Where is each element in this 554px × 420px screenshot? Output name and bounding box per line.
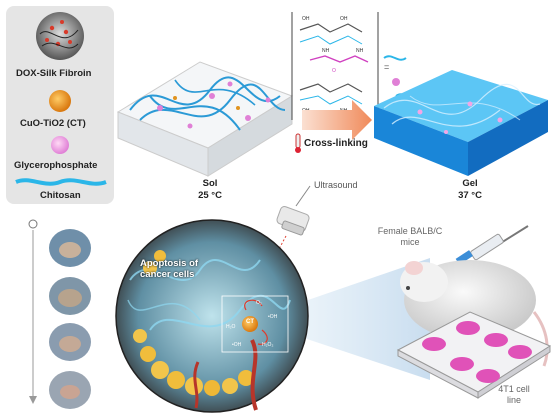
tumor-photo-1 <box>49 229 91 267</box>
timeline <box>28 219 38 404</box>
gel-temperature: 37 °C <box>458 190 482 201</box>
well-plate <box>396 311 552 399</box>
cuo-tio2-icon <box>49 90 71 112</box>
tumor-microenvironment: H₂O •OH •OH H₂O₂ O₂ <box>115 219 309 413</box>
tumor-photo-3 <box>49 323 91 361</box>
svg-text:O₂: O₂ <box>256 300 262 306</box>
svg-text:OH: OH <box>340 16 348 22</box>
tumor-photo-2 <box>49 277 91 315</box>
thermometer-icon <box>295 133 301 153</box>
svg-text:=: = <box>384 62 389 72</box>
gel-label: Gel <box>462 178 478 189</box>
mouse-illustration <box>400 260 549 367</box>
sol-block <box>116 61 294 177</box>
svg-text:OH: OH <box>302 16 310 22</box>
svg-text:H₂O: H₂O <box>226 324 236 330</box>
chitosan-icon <box>15 178 107 186</box>
legend-dox-silk-label: DOX-Silk Fibroin <box>16 68 92 79</box>
svg-text:O: O <box>332 68 336 74</box>
gel-block <box>374 70 548 176</box>
legend-cuo-tio2-label: CuO-TiO2 (CT) <box>20 118 86 129</box>
svg-text:•OH: •OH <box>268 314 278 320</box>
svg-text:NH: NH <box>322 48 330 54</box>
blood-vessel <box>250 339 258 411</box>
svg-text:H₂O₂: H₂O₂ <box>262 342 273 348</box>
ultrasound-beam <box>250 258 430 380</box>
cell-line-label: 4T1 cell line <box>498 384 530 405</box>
svg-text:•OH: •OH <box>232 342 242 348</box>
crosslinking-label: Cross-linking <box>304 138 368 149</box>
apoptosis-label: Apoptosis of cancer cells <box>140 258 199 280</box>
tumor-photo-4 <box>49 371 91 409</box>
ros-inset: H₂O •OH •OH H₂O₂ O₂ <box>221 295 289 353</box>
glycerophosphate-icon <box>51 136 69 154</box>
crosslinking-arrow <box>302 100 372 140</box>
svg-text:NH: NH <box>356 48 364 54</box>
ultrasound-probe <box>271 185 311 263</box>
legend-glycerophosphate-label: Glycerophosphate <box>14 160 98 171</box>
mice-label: Female BALB/C mice <box>377 226 443 247</box>
sol-label: Sol <box>202 178 218 189</box>
dox-silk-fibroin-icon <box>36 12 84 60</box>
legend-chitosan-label: Chitosan <box>40 190 81 201</box>
fat-cells <box>133 250 254 396</box>
ct-center-label: CT <box>246 319 254 325</box>
sol-temperature: 25 °C <box>198 190 222 201</box>
ultrasound-label: Ultrasound <box>314 180 358 190</box>
